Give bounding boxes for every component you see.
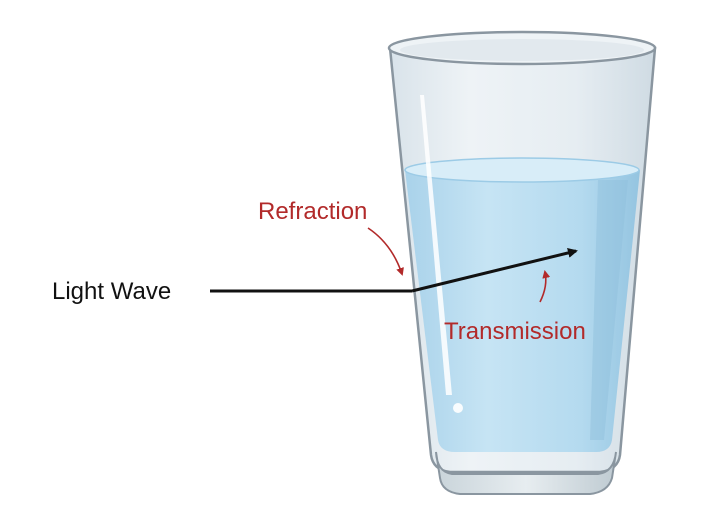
glass-highlight [420,95,452,395]
water [405,170,640,452]
glass-shade [590,180,628,440]
glass-base [435,451,617,495]
transmission-pointer-arrow [539,270,551,303]
glass [387,30,657,495]
light-wave-label: Light Wave [52,278,171,305]
glass-rim-inner [400,39,644,61]
refraction-pointer-arrow [367,227,404,276]
refraction-label: Refraction [258,198,367,225]
water-surface [404,157,640,183]
transmitted-light-ray [411,248,578,293]
transmission-label: Transmission [444,318,586,345]
glass-highlight-dot [453,403,463,413]
